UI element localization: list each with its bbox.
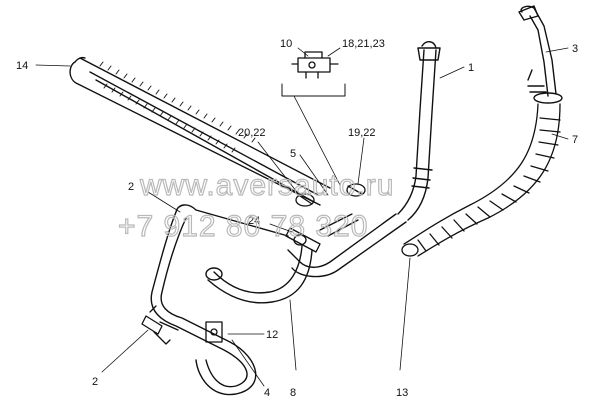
callout-24: 24 <box>248 215 260 227</box>
callout-5: 5 <box>290 148 296 160</box>
callout-1: 1 <box>468 62 474 74</box>
callout-2-lower: 2 <box>92 376 98 388</box>
watermark-url: www.aversauto.ru <box>139 169 394 202</box>
callout-8: 8 <box>290 387 296 399</box>
callout-14: 14 <box>16 60 28 72</box>
callout-7: 7 <box>572 134 578 146</box>
watermark: www.aversauto.ru +7 912 80 78 320 <box>117 168 394 243</box>
cooler-coil-part-14 <box>99 61 256 153</box>
callout-20-22: 20,22 <box>238 127 266 139</box>
pressure-line-part-8 <box>205 213 407 304</box>
callout-12: 12 <box>266 329 278 341</box>
callout-4: 4 <box>264 387 270 399</box>
callout-13: 13 <box>396 387 408 399</box>
corrugated-sleeve-part-7 <box>401 103 561 257</box>
pipe-part-1 <box>397 41 441 221</box>
clamp-part-12 <box>205 321 223 343</box>
detail-bracket <box>281 83 346 97</box>
watermark-phone: +7 912 80 78 320 <box>118 210 368 243</box>
leader-lines <box>35 47 569 387</box>
callout-10: 10 <box>280 38 292 50</box>
callout-3: 3 <box>572 43 578 55</box>
callout-labels: 14 10 18,21,23 1 3 7 20,22 19,22 5 2 24 … <box>16 38 578 399</box>
return-loop-part-14 <box>69 56 331 206</box>
callout-2-upper: 2 <box>128 181 134 193</box>
callout-18-21-23: 18,21,23 <box>342 38 385 50</box>
callout-19-22: 19,22 <box>348 127 376 139</box>
fitting-cluster <box>285 183 366 253</box>
pipe-part-3 <box>518 5 563 104</box>
fitting-part-2 <box>141 305 179 345</box>
valve-block-part-10 <box>291 51 339 79</box>
